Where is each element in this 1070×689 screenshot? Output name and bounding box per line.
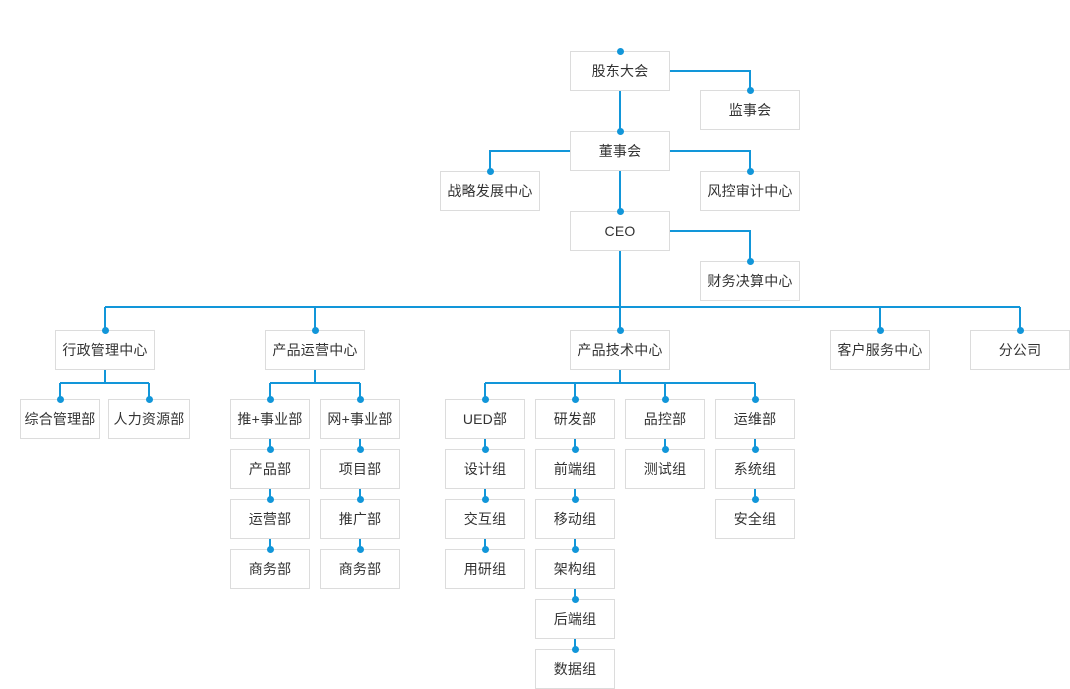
org-node-hr[interactable]: 人力资源部 xyxy=(108,399,190,439)
org-node-label: 商务部 xyxy=(338,561,382,577)
org-node-label: 交互组 xyxy=(463,511,507,527)
org-node-label: 推+事业部 xyxy=(237,411,303,427)
org-node-label: 产品运营中心 xyxy=(272,342,358,358)
org-node-qa[interactable]: 品控部 xyxy=(625,399,705,439)
org-node-supervisors[interactable]: 监事会 xyxy=(700,90,800,130)
connector-line xyxy=(670,70,751,90)
org-node-interaction[interactable]: 交互组 xyxy=(445,499,525,539)
org-node-label: 移动组 xyxy=(553,511,597,527)
org-node-label: 运维部 xyxy=(733,411,777,427)
org-node-user-research[interactable]: 用研组 xyxy=(445,549,525,589)
org-node-finance[interactable]: 财务决算中心 xyxy=(700,261,800,301)
org-node-label: UED部 xyxy=(462,411,508,427)
org-node-ceo[interactable]: CEO xyxy=(570,211,670,251)
org-node-label: 研发部 xyxy=(553,411,597,427)
org-node-label: 前端组 xyxy=(553,461,597,477)
org-node-label: 推广部 xyxy=(338,511,382,527)
org-node-design-group[interactable]: 设计组 xyxy=(445,449,525,489)
org-node-label: 监事会 xyxy=(728,102,772,118)
org-node-backend[interactable]: 后端组 xyxy=(535,599,615,639)
org-node-label: 行政管理中心 xyxy=(62,342,148,358)
org-node-label: 客户服务中心 xyxy=(837,342,923,358)
org-node-tui-product[interactable]: 产品部 xyxy=(230,449,310,489)
org-node-mobile[interactable]: 移动组 xyxy=(535,499,615,539)
org-node-label: 分公司 xyxy=(998,342,1042,358)
org-node-product-tech[interactable]: 产品技术中心 xyxy=(570,330,670,370)
org-node-security-group[interactable]: 安全组 xyxy=(715,499,795,539)
org-node-label: 运营部 xyxy=(248,511,292,527)
org-node-customer-svc[interactable]: 客户服务中心 xyxy=(830,330,930,370)
connector-line xyxy=(670,150,751,171)
org-node-label: 综合管理部 xyxy=(24,411,96,427)
org-node-label: 系统组 xyxy=(733,461,777,477)
org-node-admin-center[interactable]: 行政管理中心 xyxy=(55,330,155,370)
org-node-label: 财务决算中心 xyxy=(707,273,793,289)
org-node-ops-dept[interactable]: 运维部 xyxy=(715,399,795,439)
org-node-label: CEO xyxy=(604,223,636,239)
org-node-test-group[interactable]: 测试组 xyxy=(625,449,705,489)
org-node-label: 设计组 xyxy=(463,461,507,477)
org-node-label: 人力资源部 xyxy=(113,411,185,427)
org-node-riskaudit[interactable]: 风控审计中心 xyxy=(700,171,800,211)
org-node-label: 测试组 xyxy=(643,461,687,477)
org-node-label: 产品部 xyxy=(248,461,292,477)
org-node-label: 股东大会 xyxy=(591,63,649,79)
org-node-tui-business[interactable]: 商务部 xyxy=(230,549,310,589)
connector-line xyxy=(489,150,570,171)
org-node-wang-division[interactable]: 网+事业部 xyxy=(320,399,400,439)
org-node-tui-ops[interactable]: 运营部 xyxy=(230,499,310,539)
org-node-product-ops[interactable]: 产品运营中心 xyxy=(265,330,365,370)
org-node-label: 数据组 xyxy=(553,661,597,677)
org-node-wang-project[interactable]: 项目部 xyxy=(320,449,400,489)
org-node-wang-business[interactable]: 商务部 xyxy=(320,549,400,589)
org-node-label: 项目部 xyxy=(338,461,382,477)
org-node-label: 风控审计中心 xyxy=(707,183,793,199)
org-node-rnd[interactable]: 研发部 xyxy=(535,399,615,439)
org-node-label: 用研组 xyxy=(463,561,507,577)
org-node-data-group[interactable]: 数据组 xyxy=(535,649,615,689)
org-node-label: 董事会 xyxy=(598,143,642,159)
org-node-general-mgmt[interactable]: 综合管理部 xyxy=(20,399,100,439)
org-node-label: 架构组 xyxy=(553,561,597,577)
org-node-label: 战略发展中心 xyxy=(447,183,533,199)
org-node-label: 网+事业部 xyxy=(327,411,393,427)
org-node-label: 商务部 xyxy=(248,561,292,577)
org-node-board[interactable]: 董事会 xyxy=(570,131,670,171)
connector-line xyxy=(670,230,751,261)
org-node-label: 后端组 xyxy=(553,611,597,627)
org-node-ued[interactable]: UED部 xyxy=(445,399,525,439)
org-node-branch[interactable]: 分公司 xyxy=(970,330,1070,370)
org-node-wang-promotion[interactable]: 推广部 xyxy=(320,499,400,539)
org-node-system-group[interactable]: 系统组 xyxy=(715,449,795,489)
org-node-strategy[interactable]: 战略发展中心 xyxy=(440,171,540,211)
org-node-architecture[interactable]: 架构组 xyxy=(535,549,615,589)
org-node-label: 安全组 xyxy=(733,511,777,527)
org-node-frontend[interactable]: 前端组 xyxy=(535,449,615,489)
org-node-tui-division[interactable]: 推+事业部 xyxy=(230,399,310,439)
org-node-shareholders[interactable]: 股东大会 xyxy=(570,51,670,91)
org-node-label: 品控部 xyxy=(643,411,687,427)
org-node-label: 产品技术中心 xyxy=(577,342,663,358)
